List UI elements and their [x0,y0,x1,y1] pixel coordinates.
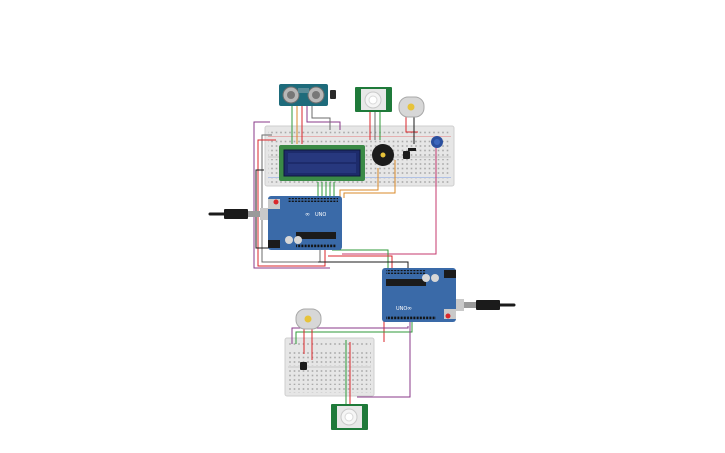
pir-sensor-icon[interactable] [331,404,368,430]
potentiometer-icon[interactable] [431,136,443,148]
wire [295,322,413,344]
transistor-icon[interactable] [403,148,416,159]
arduino-logo: ∞ [305,211,310,218]
wire [311,106,331,130]
dc-motor-icon[interactable] [295,308,322,330]
pir-sensor-icon[interactable] [355,87,392,112]
wire [253,121,330,269]
wire [328,255,393,268]
wire [291,326,409,344]
wire [261,134,321,263]
arduino-uno-icon[interactable]: ∞ UNO [268,196,342,250]
wire [332,249,389,268]
wire [342,146,437,255]
wire [343,160,396,198]
wire [339,168,379,198]
wire [306,106,341,130]
arduino-uno-icon[interactable]: ∞ UNO [382,268,456,322]
usb-cable-icon[interactable] [208,208,268,220]
wire [257,139,326,267]
wire [318,261,409,268]
wires [253,106,437,405]
usb-cable-icon[interactable] [456,299,516,311]
lcd-16x2-icon[interactable] [279,145,365,181]
dc-motor-icon[interactable] [398,96,425,118]
arduino-logo: ∞ [407,305,412,312]
transistor-icon[interactable] [300,362,307,370]
wire [255,169,270,249]
ultrasonic-sensor-icon[interactable] [279,84,328,106]
arduino-model-label: UNO [396,306,407,312]
breadboard-bottom[interactable] [284,337,375,397]
piezo-buzzer-icon[interactable] [372,144,394,166]
small-capacitor-icon[interactable] [330,90,336,99]
wire [357,322,411,398]
arduino-model-label: UNO [315,212,326,218]
